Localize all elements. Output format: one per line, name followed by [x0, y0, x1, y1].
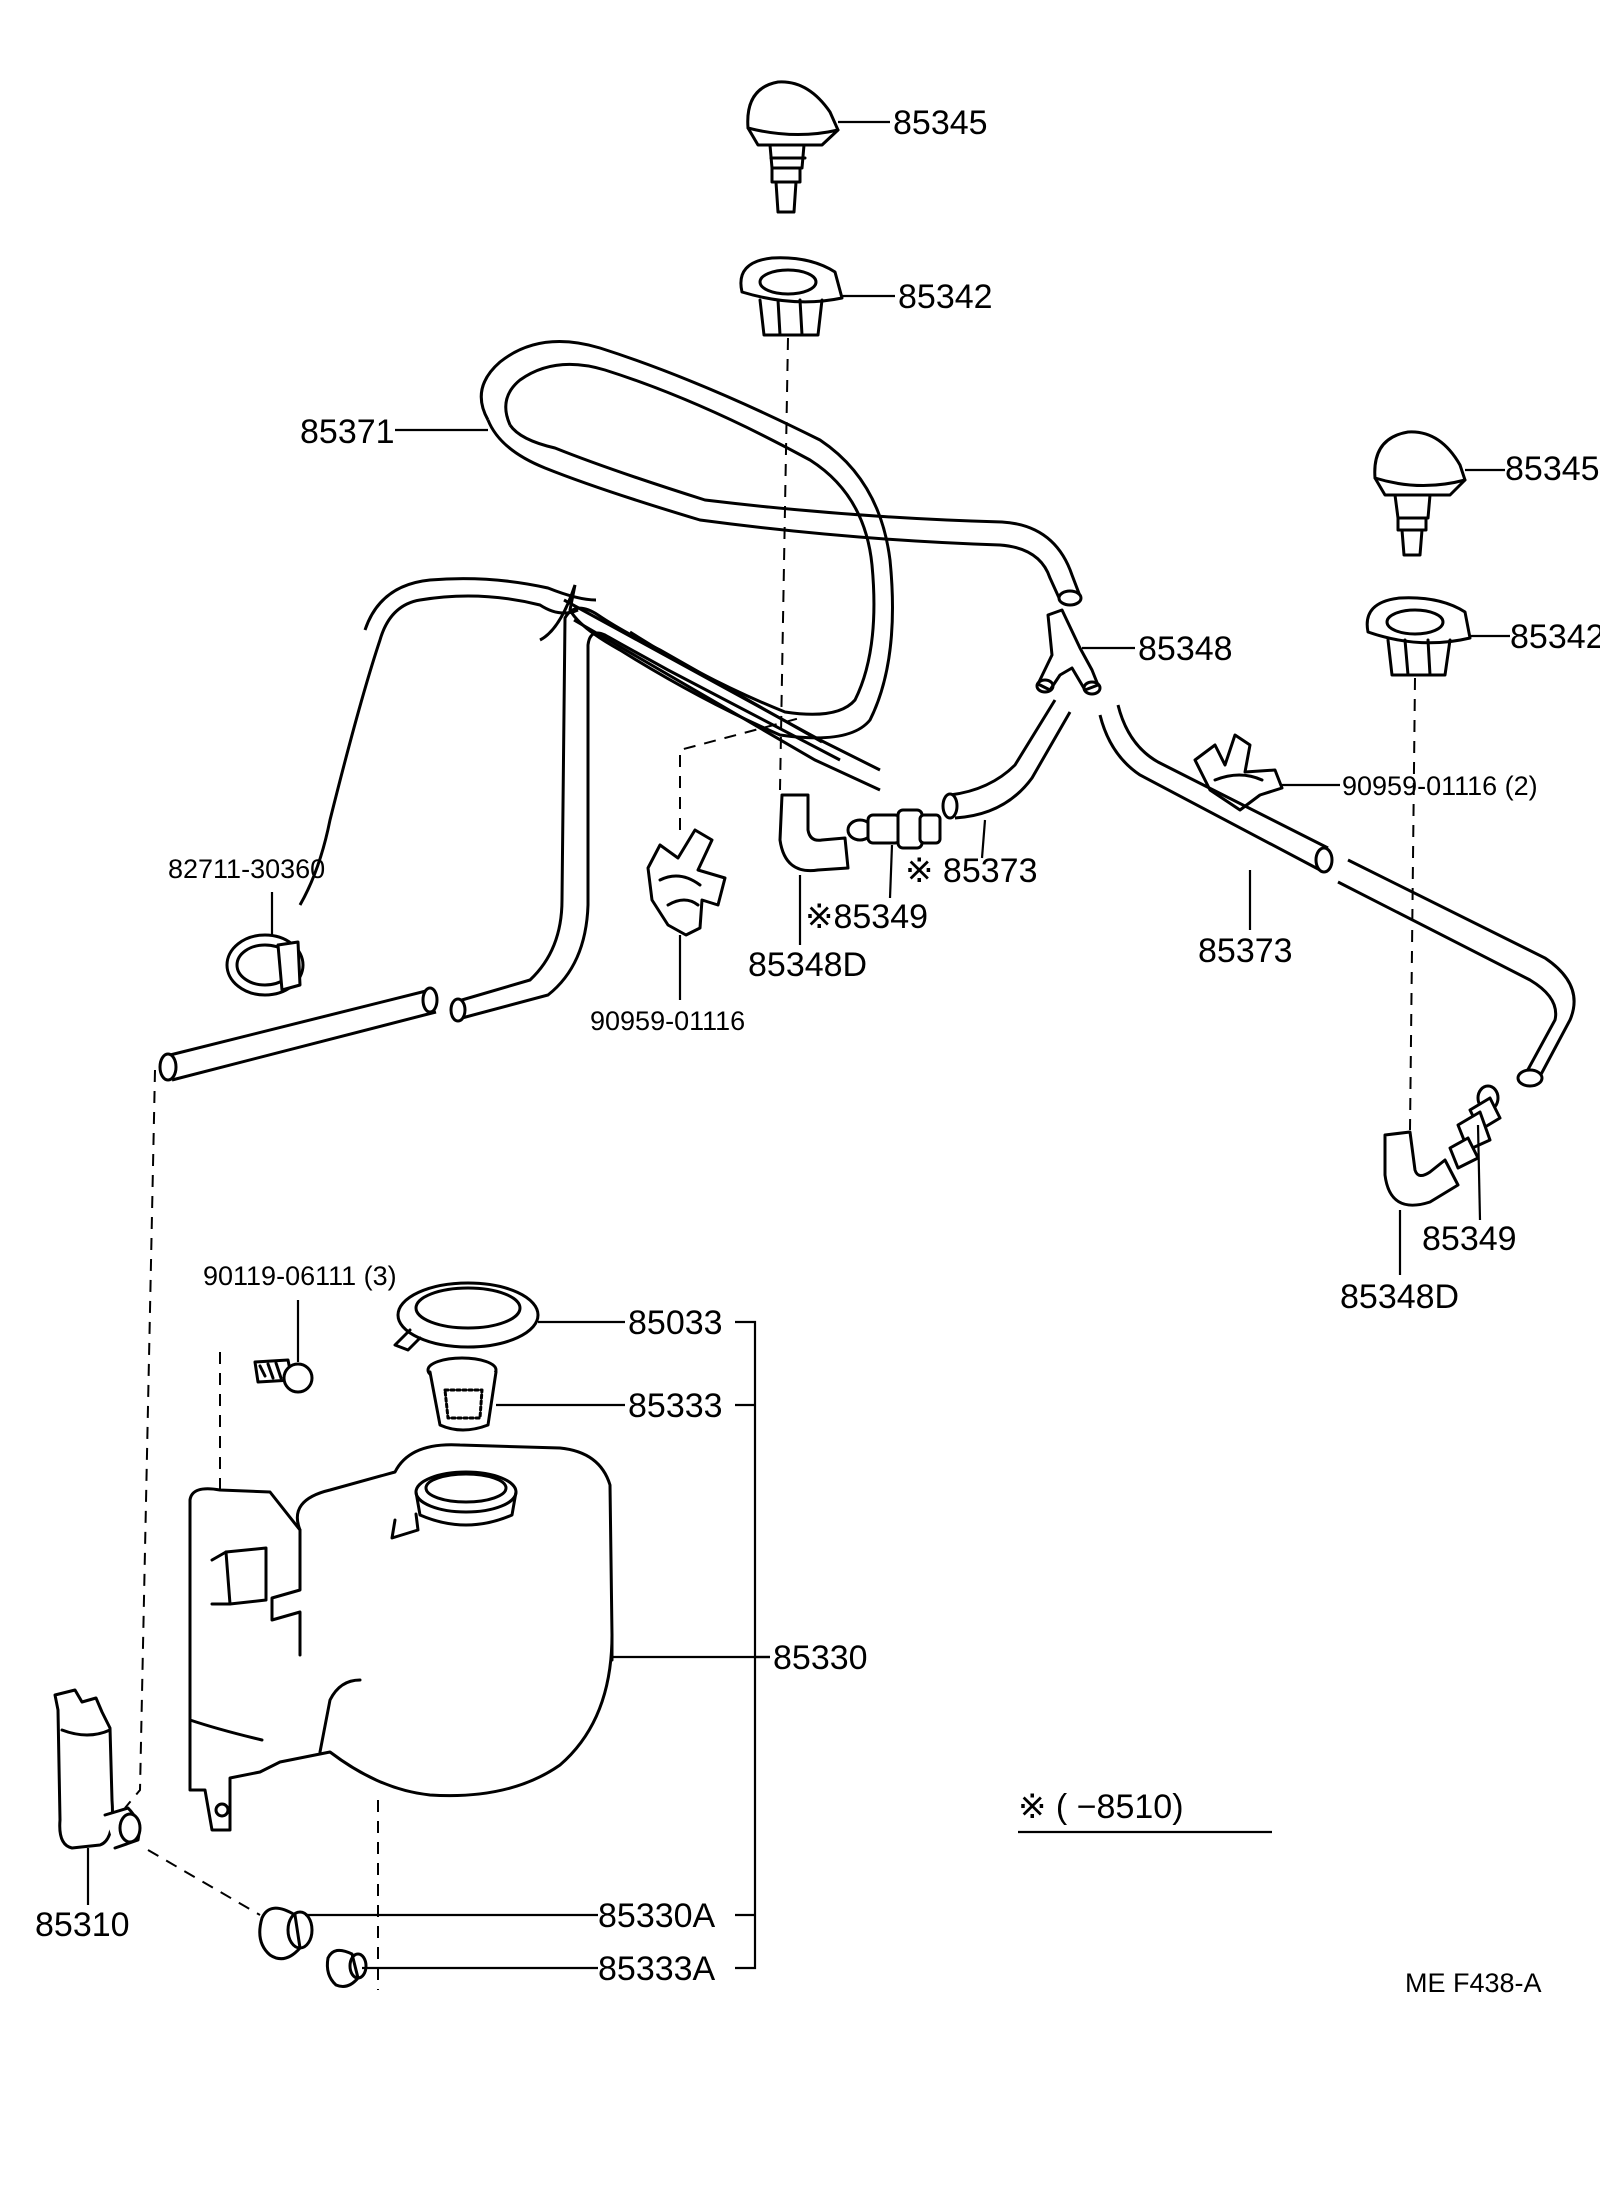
label-90119-06111: 90119-06111 (3)	[203, 1261, 397, 1291]
hose-clip-right	[1193, 733, 1284, 812]
label-85373-right: 85373	[1198, 932, 1293, 970]
elbow-connector-right	[1383, 1130, 1460, 1207]
hose-clamp	[225, 933, 305, 997]
label-90959-01116-center: 90959-01116	[590, 1006, 745, 1036]
label-85342-right: 85342	[1510, 618, 1600, 656]
hose-left-vertical	[158, 606, 841, 1082]
label-85333A: 85333A	[598, 1950, 716, 1988]
label-85342-top: 85342	[898, 278, 993, 316]
label-85349-marked: ※85349	[805, 898, 928, 936]
hose-joint-tee	[1035, 608, 1102, 696]
mounting-screw	[253, 1358, 314, 1394]
washer-nozzle-top	[746, 80, 840, 214]
label-85330: 85330	[773, 1639, 868, 1677]
nozzle-grommet-right	[1365, 596, 1472, 677]
figure-code: ME F438-A	[1405, 1968, 1542, 1998]
nozzle-grommet-top	[739, 256, 844, 337]
hose-right-85373	[1098, 704, 1576, 1088]
reservoir-cap	[393, 1281, 540, 1352]
label-85345-right: 85345	[1505, 450, 1600, 488]
label-85348D-left: 85348D	[748, 946, 867, 984]
check-valve-right	[1448, 1084, 1502, 1170]
label-85373-marked: ※ 85373	[905, 852, 1037, 890]
footnote-serial-range: ※ ( −8510)	[1018, 1788, 1184, 1826]
hose-clip-center	[646, 828, 727, 937]
washer-reservoir-tank	[188, 1443, 614, 1832]
label-85345-top: 85345	[893, 104, 988, 142]
label-85371: 85371	[300, 413, 395, 451]
pump-strainer	[325, 1948, 368, 1988]
label-82711-30360: 82711-30360	[168, 854, 325, 884]
washer-hose-85371	[298, 340, 1083, 906]
short-hose-85373	[941, 699, 1072, 820]
label-85033: 85033	[628, 1304, 723, 1342]
label-85349-right: 85349	[1422, 1220, 1517, 1258]
label-85333: 85333	[628, 1387, 723, 1425]
washer-pump	[53, 1688, 142, 1850]
label-90959-01116-right: 90959-01116 (2)	[1342, 771, 1538, 801]
label-85310: 85310	[35, 1906, 130, 1944]
elbow-connector-left	[778, 793, 850, 873]
label-85330A: 85330A	[598, 1897, 716, 1935]
reservoir-strainer	[426, 1356, 498, 1432]
washer-nozzle-right	[1373, 430, 1467, 557]
label-85348D-right: 85348D	[1340, 1278, 1459, 1316]
label-85348: 85348	[1138, 630, 1233, 668]
pump-grommet	[258, 1906, 314, 1961]
check-valve-left	[846, 808, 942, 850]
